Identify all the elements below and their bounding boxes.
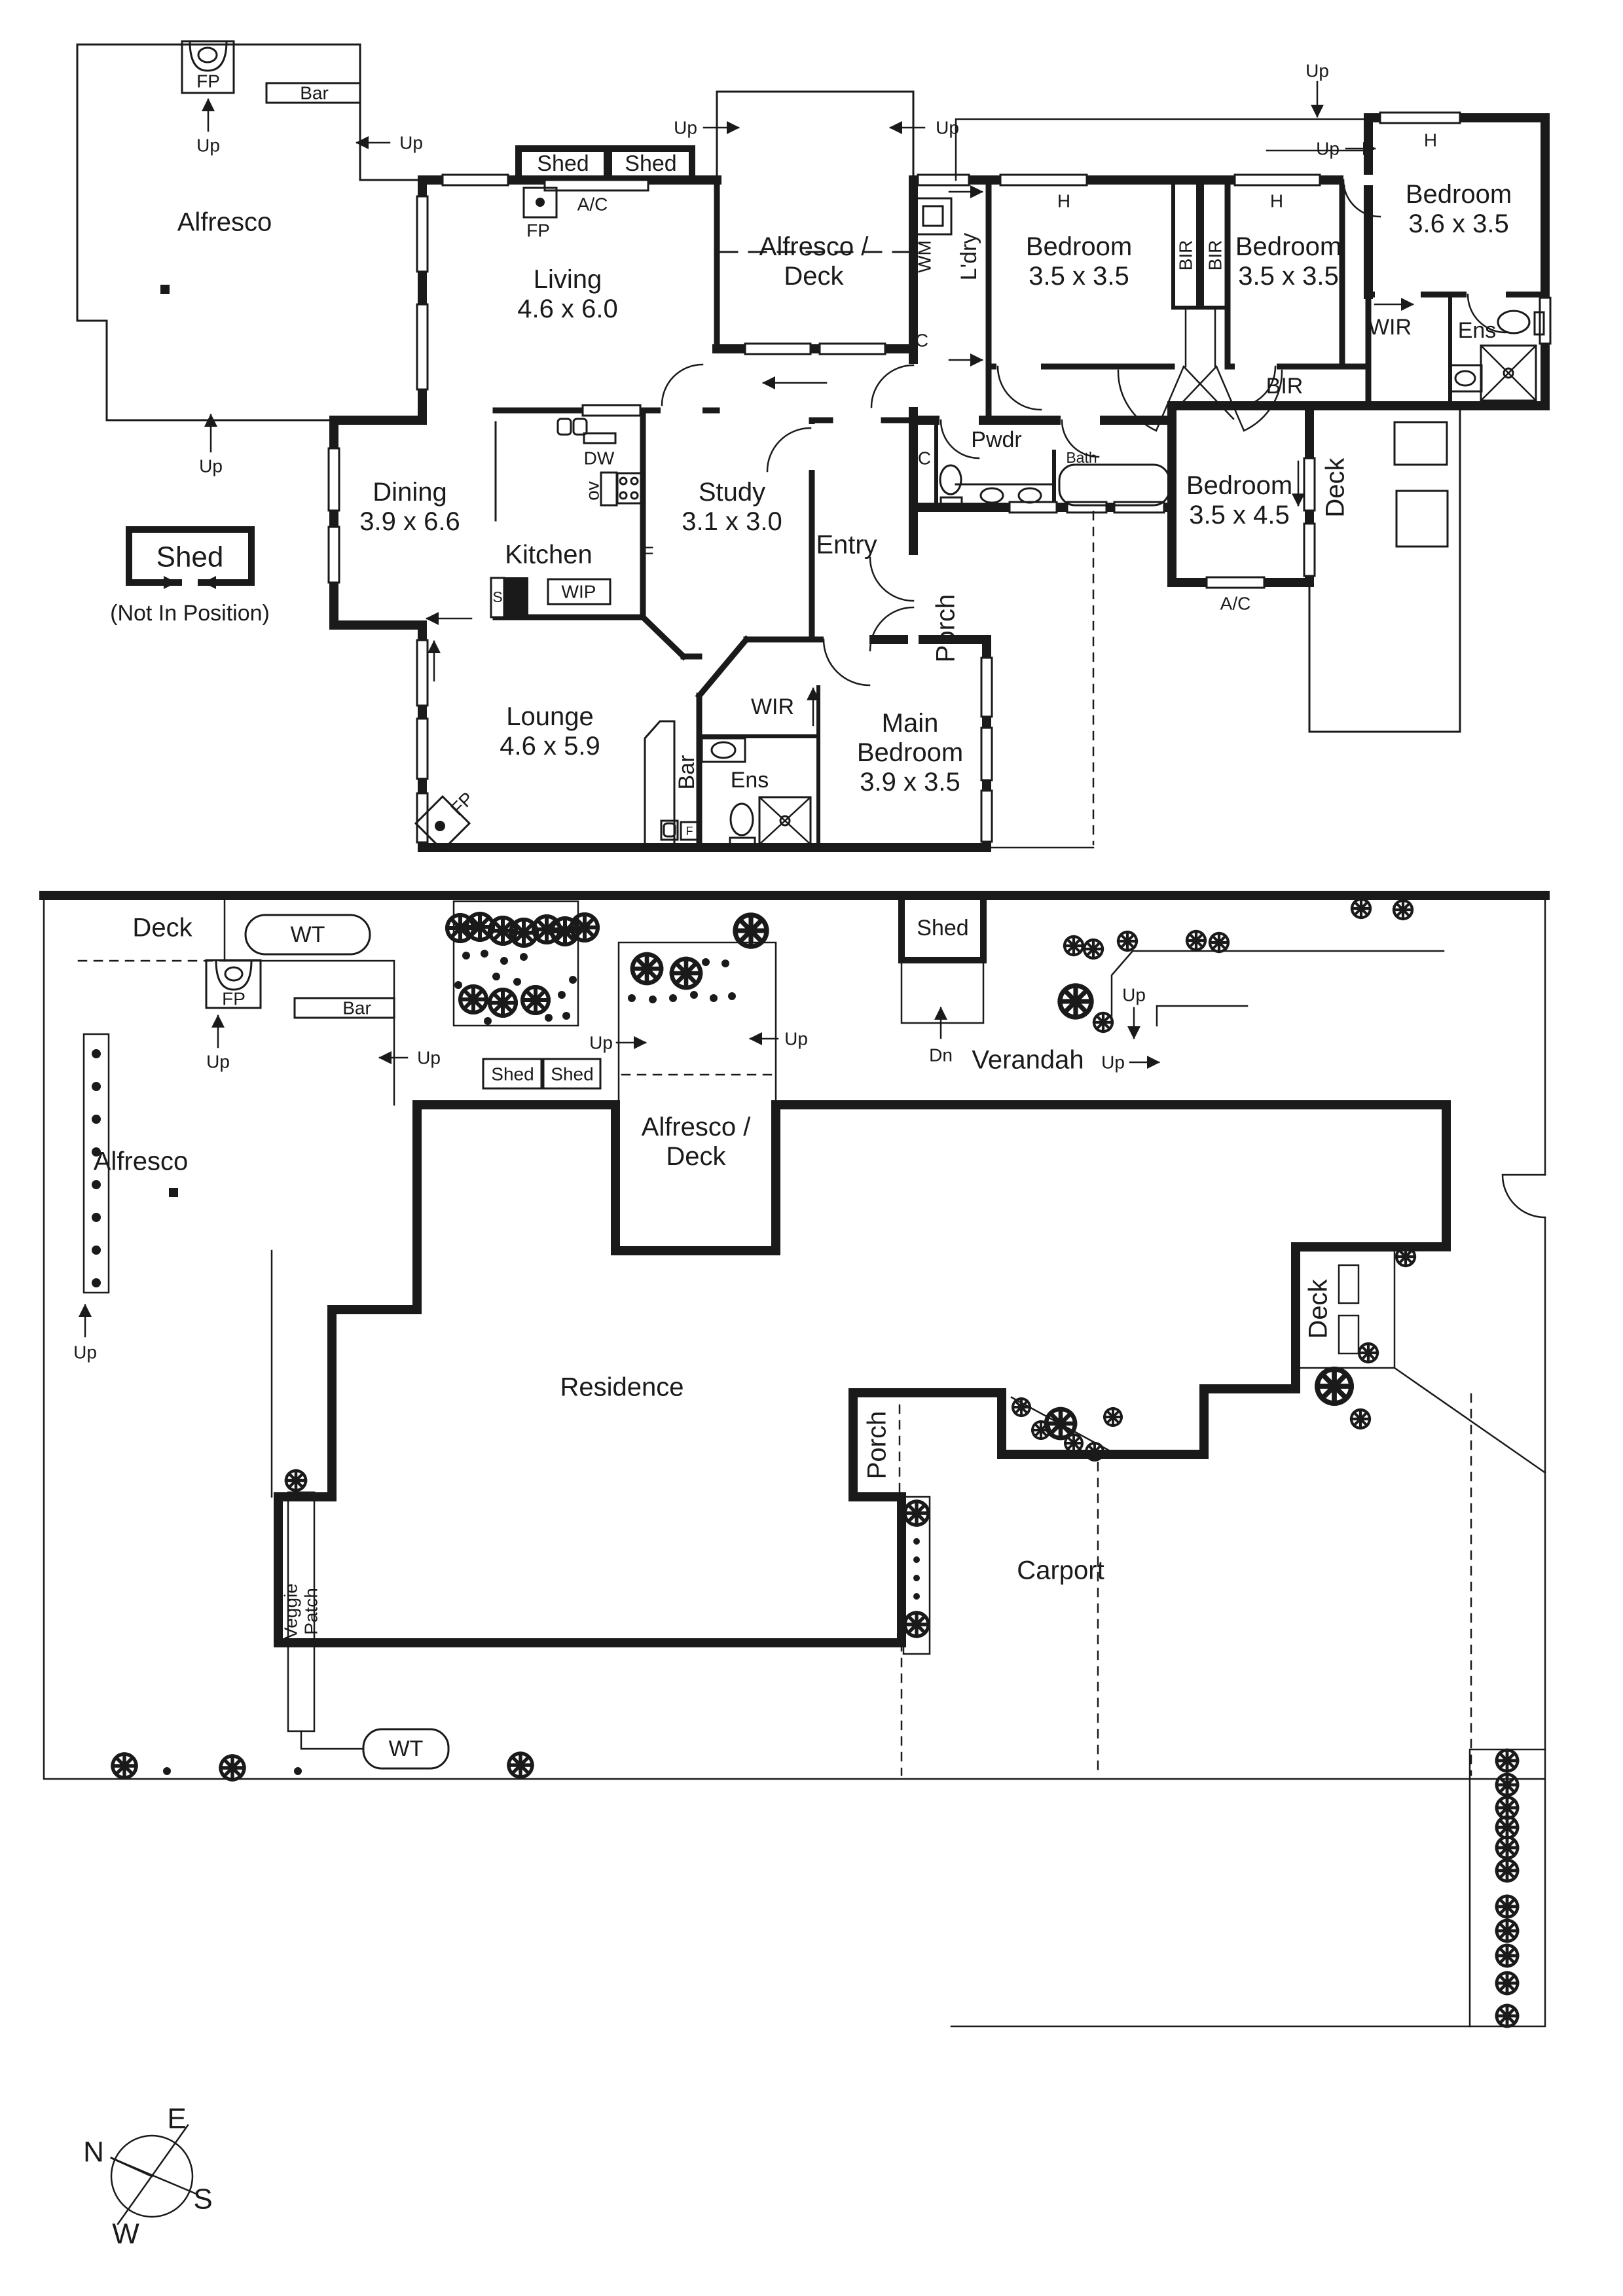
up-label-alfresco-fp: Up: [196, 135, 220, 156]
compass-w-label: W: [112, 2217, 139, 2250]
ac-label-living: A/C: [577, 194, 608, 215]
up-label-topright: Up: [1305, 60, 1329, 81]
h-label-bedroom2: H: [1269, 190, 1284, 211]
up-label-site-ad-right: Up: [784, 1028, 808, 1049]
h-label-bedroom3: H: [1423, 130, 1438, 151]
room-label-study: Study 3.1 x 3.0: [682, 478, 782, 536]
f-label-bar: F: [685, 824, 693, 838]
compass-s-label: S: [193, 2183, 213, 2215]
shed-label-site-2: Shed: [551, 1064, 594, 1085]
room-label-bedroom2: Bedroom 3.5 x 3.5: [1235, 232, 1342, 291]
room-label-bedroom1: Bedroom 3.5 x 3.5: [1025, 232, 1133, 291]
room-label-laundry: L'dry: [956, 232, 981, 281]
shed-label-site-1: Shed: [491, 1064, 534, 1085]
bar-label-alfresco: Bar: [300, 82, 329, 103]
ac-label-bedroom4: A/C: [1220, 593, 1251, 614]
alfresco-deck-label-site: Alfresco / Deck: [641, 1113, 751, 1171]
ov-label: ov: [582, 481, 603, 501]
wir-label-bedroom3: WIR: [1368, 314, 1412, 340]
room-label-kitchen: Kitchen: [505, 540, 593, 569]
up-label-topright-door: Up: [1316, 138, 1340, 159]
up-label-site-fp: Up: [206, 1051, 230, 1072]
alfresco-label-site: Alfresco: [93, 1147, 189, 1176]
room-label-dining: Dining 3.9 x 6.6: [359, 478, 460, 536]
up-label-ad-left: Up: [674, 117, 697, 138]
room-label-bedroom3: Bedroom 3.6 x 3.5: [1405, 180, 1512, 238]
not-in-position-label: (Not In Position): [110, 600, 270, 626]
up-label-ad-right: Up: [936, 117, 959, 138]
room-label-lounge: Lounge 4.6 x 5.9: [500, 702, 600, 761]
wir-label-main: WIR: [750, 694, 795, 719]
h-label-bedroom1: H: [1057, 190, 1071, 211]
shed-label-site-boxed: Shed: [917, 915, 969, 941]
wt-label-bottom: WT: [388, 1736, 424, 1761]
up-label-alfresco-bottom: Up: [199, 456, 223, 476]
deck-label-site-right: Deck: [1304, 1279, 1333, 1339]
up-label-verandah-step: Up: [1122, 984, 1146, 1005]
room-label-alfresco-deck: Alfresco / Deck: [759, 232, 869, 291]
bir-label-2: BIR: [1205, 240, 1226, 271]
residence-label: Residence: [560, 1372, 684, 1402]
fp-label-alfresco: FP: [196, 71, 220, 92]
up-label-alfresco-right: Up: [399, 132, 423, 153]
room-label-bath: Bath: [1066, 449, 1097, 467]
room-label-alfresco: Alfresco: [177, 207, 272, 237]
ens-label-main: Ens: [730, 767, 769, 793]
verandah-label: Verandah: [972, 1045, 1084, 1075]
compass-e-label: E: [167, 2102, 187, 2135]
room-label-entry: Entry: [816, 530, 877, 560]
carport-label: Carport: [1017, 1556, 1104, 1585]
room-label-bedroom4: Bedroom 3.5 x 4.5: [1186, 471, 1293, 529]
deck-label-floor: Deck: [1321, 457, 1350, 518]
porch-label-site: Porch: [862, 1410, 892, 1480]
room-label-living: Living 4.6 x 6.0: [517, 265, 618, 323]
room-label-pwdr: Pwdr: [971, 427, 1022, 452]
shed-note-label: Shed: [156, 541, 224, 573]
fp-label-site: FP: [222, 988, 246, 1009]
bar-label-main: Bar: [674, 755, 699, 790]
c-label-laundry: C: [915, 330, 929, 351]
shed-label-2: Shed: [625, 151, 677, 176]
dn-label: Dn: [929, 1045, 953, 1066]
veggie-patch-label: Veggie Patch: [280, 1583, 321, 1640]
ens-label-bedroom3: Ens: [1457, 317, 1497, 343]
up-label-site-bar: Up: [417, 1047, 441, 1068]
wm-label: WM: [914, 240, 935, 273]
bir-label-bedroom4: BIR: [1266, 373, 1304, 399]
compass-n-label: N: [83, 2136, 104, 2168]
s-label-kitchen: S: [492, 588, 503, 606]
dw-label: DW: [583, 448, 615, 469]
f-label-kitchen: F: [642, 543, 654, 564]
wt-label-top: WT: [290, 922, 325, 947]
up-label-site-ad-left: Up: [589, 1032, 613, 1053]
deck-label-site-topleft: Deck: [132, 913, 192, 942]
up-label-verandah-door: Up: [1101, 1052, 1125, 1073]
bar-label-site: Bar: [342, 997, 371, 1018]
fp-label-living: FP: [526, 220, 550, 241]
up-label-site-alfresco: Up: [73, 1342, 97, 1363]
bir-label-1: BIR: [1175, 240, 1196, 271]
room-label-main-bedroom: Main Bedroom 3.9 x 3.5: [856, 708, 964, 797]
c-label-entry: C: [917, 448, 932, 469]
shed-label-1: Shed: [537, 151, 589, 176]
room-label-porch: Porch: [931, 594, 960, 663]
wip-label: WIP: [561, 581, 596, 602]
